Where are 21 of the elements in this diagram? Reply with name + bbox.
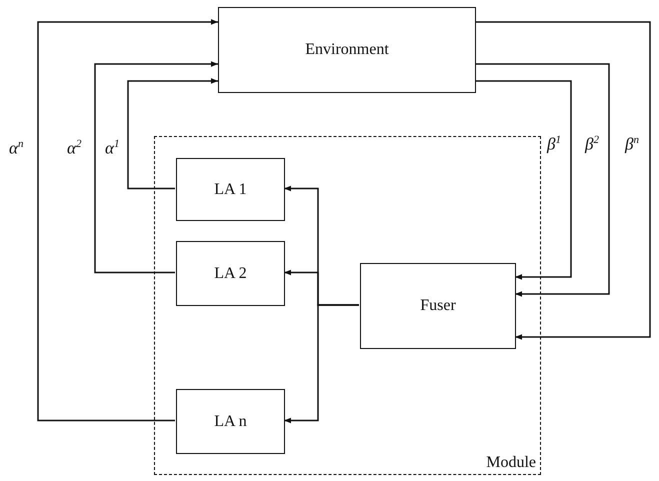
edge-label: β$^{1}$ xyxy=(546,134,562,154)
node-label: LA 1 xyxy=(214,180,247,198)
connector-arrow xyxy=(476,63,610,297)
block xyxy=(176,389,285,454)
block xyxy=(218,7,476,93)
connector-arrow xyxy=(284,304,359,424)
edge-label: β$^{2}$ xyxy=(584,134,600,154)
module-boundary xyxy=(154,136,541,475)
connector-arrow xyxy=(37,19,218,422)
node-label: LA n xyxy=(214,412,247,430)
connector-arrow xyxy=(94,61,218,274)
node-label: Environment xyxy=(305,41,389,59)
node-label: Module xyxy=(486,454,537,474)
node-label: Fuser xyxy=(420,297,456,315)
block xyxy=(360,263,516,349)
connector-arrow xyxy=(127,78,218,190)
block xyxy=(176,158,285,221)
node-label: LA 2 xyxy=(214,264,247,282)
block xyxy=(176,241,285,306)
connector-arrow xyxy=(476,21,651,340)
connector-arrow xyxy=(476,80,572,280)
